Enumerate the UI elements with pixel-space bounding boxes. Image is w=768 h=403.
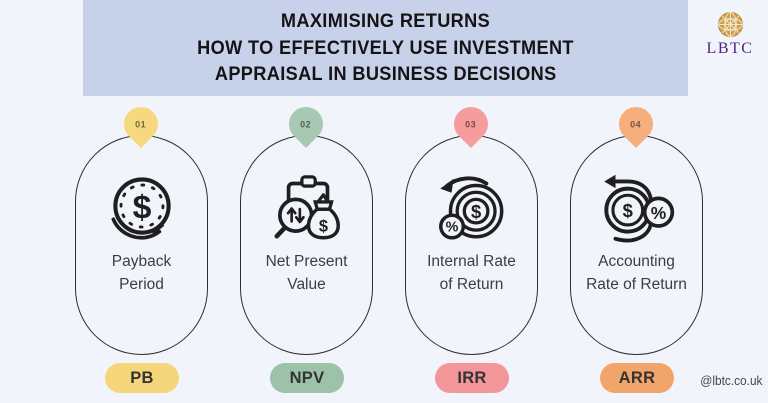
title-line-1: MAXIMISING RETURNS (280, 10, 491, 33)
card-accounting-rate-of-return: $ % Accounting Rate of Return (570, 135, 703, 355)
clock-dollar-cycle-icon: $ (99, 162, 185, 248)
pin-number: 01 (135, 119, 147, 130)
card-label: Payback Period (111, 253, 172, 293)
lbtc-logo-text: LBTC (706, 40, 754, 57)
svg-text:$: $ (470, 201, 480, 222)
card-label: Accounting Rate of Return (586, 253, 687, 293)
header-banner: MAXIMISING RETURNS HOW TO EFFECTIVELY US… (83, 0, 688, 96)
card-net-present-value: $ Net Present Value (240, 135, 373, 355)
magnifier-moneybag-icon: $ (264, 162, 350, 248)
social-handle: @lbtc.co.uk (699, 374, 762, 388)
pin-number: 04 (630, 119, 642, 130)
abbr-pill-pb: PB (105, 363, 179, 393)
pin-number: 02 (300, 119, 312, 130)
svg-text:$: $ (622, 200, 632, 221)
svg-text:%: % (650, 203, 665, 223)
lbtc-emblem-icon (717, 11, 743, 38)
card-label: Internal Rate of Return (427, 253, 516, 293)
coin-return-percent-icon: $ % (594, 162, 680, 248)
card-internal-rate-of-return: $ % Internal Rate of Return (405, 135, 538, 355)
abbr-pill-arr: ARR (600, 363, 674, 393)
svg-text:$: $ (318, 218, 327, 236)
card-payback-period: $ Payback Period (75, 135, 208, 355)
pin-number: 03 (465, 119, 477, 130)
abbr-pill-npv: NPV (270, 363, 344, 393)
svg-text:$: $ (132, 188, 151, 226)
title-line-2: HOW TO EFFECTIVELY USE INVESTMENT (197, 36, 574, 59)
title-line-3: APPRAISAL IN BUSINESS DECISIONS (214, 63, 557, 86)
card-label: Net Present Value (265, 253, 348, 293)
spiral-arrow-dollar-percent-icon: $ % (429, 162, 515, 248)
abbr-pill-irr: IRR (435, 363, 509, 393)
svg-text:%: % (445, 220, 458, 236)
lbtc-logo: LBTC (698, 11, 762, 58)
